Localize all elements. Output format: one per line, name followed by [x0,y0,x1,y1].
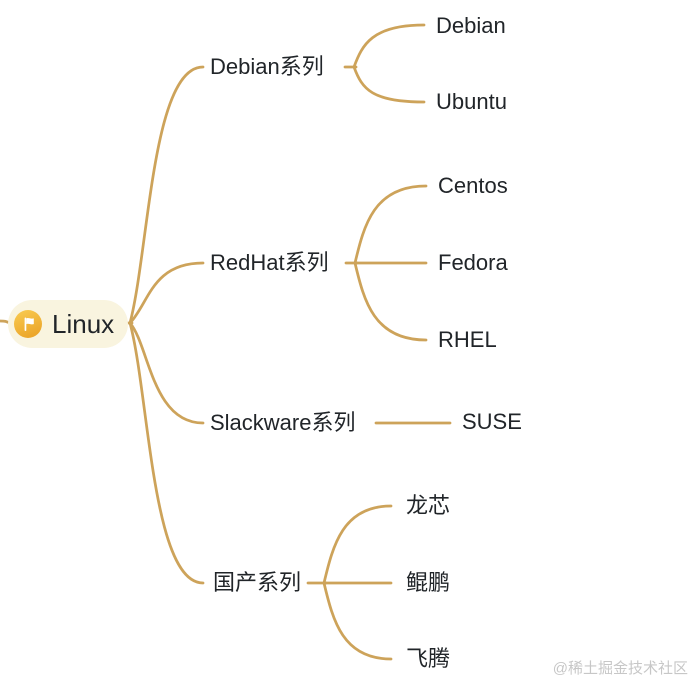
link-domestic-series-loongson [322,504,393,585]
link-redhat-series-rhel [353,261,428,342]
link-root-domestic-series [128,321,205,585]
watermark: @稀土掘金技术社区 [552,660,688,677]
node-kunpeng[interactable]: 鲲鹏 [406,569,451,595]
link-root-debian-series [128,65,205,325]
node-fedora[interactable]: Fedora [438,249,508,275]
node-centos[interactable]: Centos [438,172,508,198]
node-debian[interactable]: Debian [436,12,506,38]
node-slackware-series[interactable]: Slackware系列 [210,409,356,435]
root-node-linux[interactable]: Linux [8,300,129,348]
link-domestic-series-feiteng [322,581,393,661]
root-node-label: Linux [52,308,115,339]
link-debian-series-ubuntu [352,65,426,104]
link-root-slackware-series [128,321,205,425]
link-root-redhat-series [128,261,205,325]
node-redhat-series[interactable]: RedHat系列 [210,249,329,275]
node-ubuntu[interactable]: Ubuntu [436,88,507,114]
node-loongson[interactable]: 龙芯 [406,492,451,518]
node-rhel[interactable]: RHEL [438,326,497,352]
node-feiteng[interactable]: 飞腾 [406,645,451,671]
flag-icon [14,310,42,338]
node-domestic-series[interactable]: 国产系列 [213,569,302,595]
node-suse[interactable]: SUSE [462,408,522,434]
link-redhat-series-centos [353,184,428,265]
node-debian-series[interactable]: Debian系列 [210,53,324,79]
link-debian-series-debian [352,23,426,69]
